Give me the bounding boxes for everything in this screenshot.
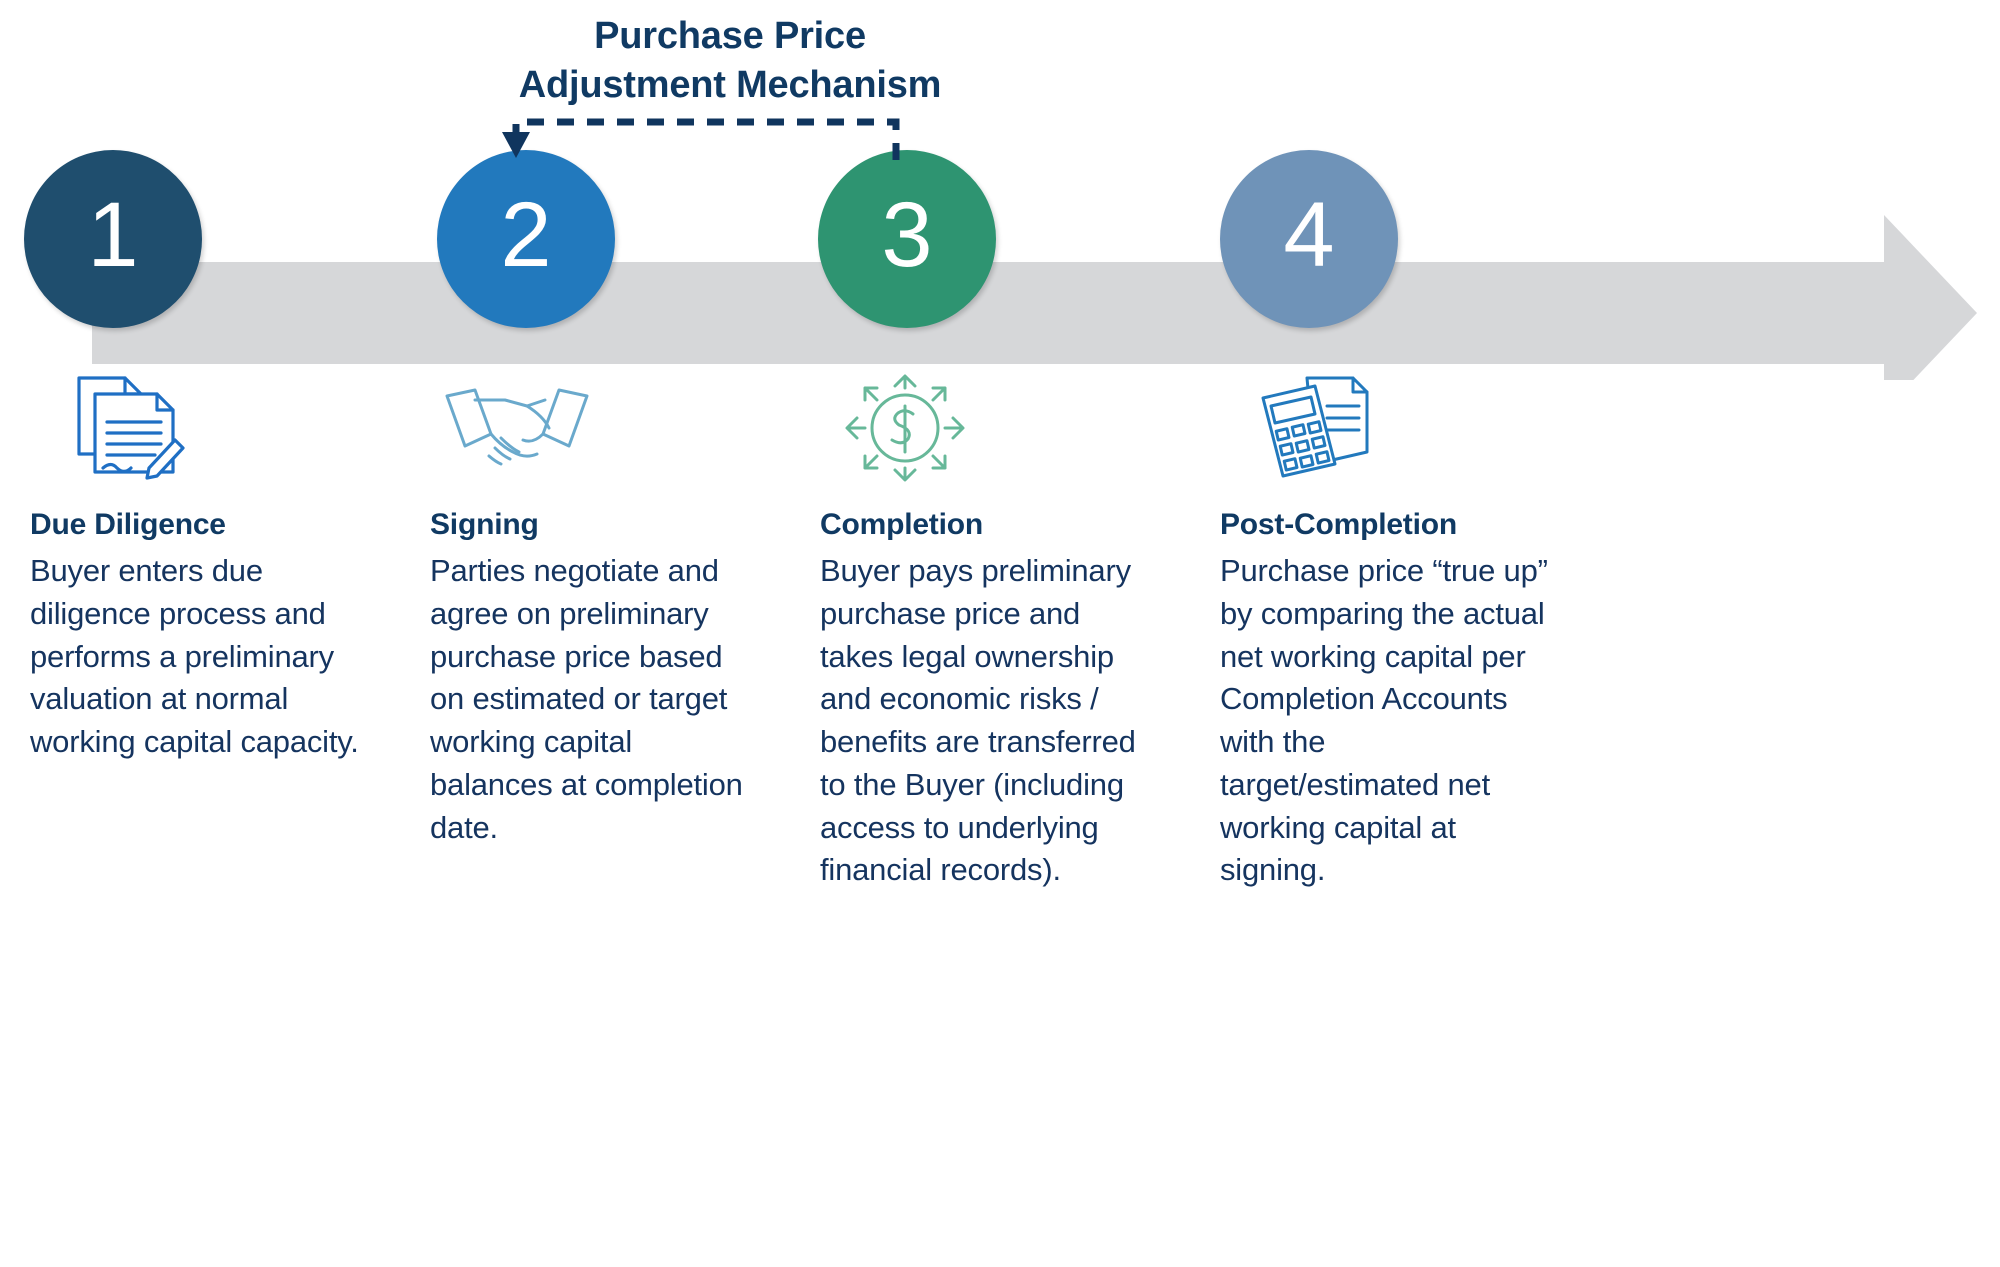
step-column-3: Completion Buyer pays preliminary purcha… [820,505,1160,892]
step-heading-4: Post-Completion [1220,508,1457,541]
step-body-2: Parties negotiate and agree on prelimina… [430,553,743,845]
step-number-2: 2 [500,184,552,286]
step-number-1: 1 [87,184,139,286]
calculator-with-document-icon [1261,376,1369,478]
step-circle-1[interactable]: 1 [24,150,202,328]
step-icon-2 [432,368,602,488]
step-icon-4 [1230,368,1400,488]
step-circle-3[interactable]: 3 [818,150,996,328]
step-circle-2[interactable]: 2 [437,150,615,328]
callout-title: Purchase Price Adjustment Mechanism [500,12,960,109]
dollar-circle-arrows-icon [845,374,965,482]
step-body-4: Purchase price “true up” by comparing th… [1220,553,1548,888]
step-heading-3: Completion [820,508,983,541]
arrow-shape [92,215,1977,380]
step-icon-3 [820,368,990,488]
step-column-1: Due Diligence Buyer enters due diligence… [30,505,360,764]
step-column-2: Signing Parties negotiate and agree on p… [430,505,750,849]
step-body-3: Buyer pays preliminary purchase price an… [820,553,1136,888]
step-column-4: Post-Completion Purchase price “true up”… [1220,505,1550,892]
step-circle-4[interactable]: 4 [1220,150,1398,328]
handshake-icon [445,388,589,466]
timeline-arrow [92,215,1977,380]
step-number-3: 3 [881,184,933,286]
step-body-1: Buyer enters due diligence process and p… [30,553,359,760]
documents-with-pen-icon [77,376,185,480]
callout-title-line-1: Purchase Price [594,15,866,57]
step-number-4: 4 [1283,184,1335,286]
step-heading-2: Signing [430,508,539,541]
step-heading-1: Due Diligence [30,508,226,541]
step-icon-1 [40,368,210,488]
callout-title-line-2: Adjustment Mechanism [518,63,942,106]
